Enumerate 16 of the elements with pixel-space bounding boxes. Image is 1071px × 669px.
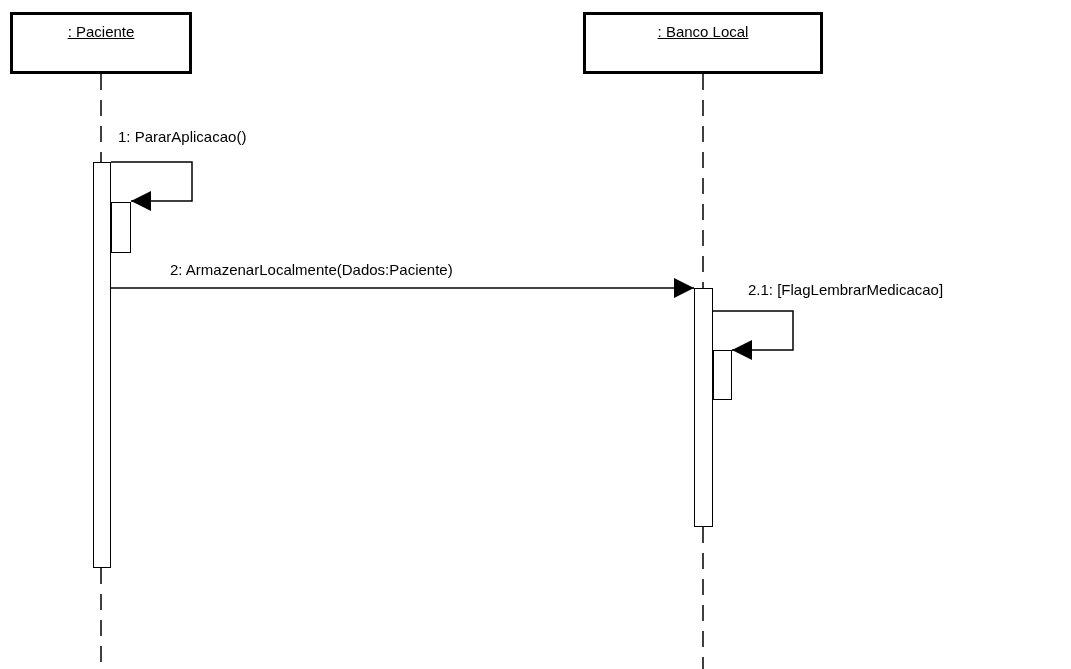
object-box bbox=[583, 12, 823, 74]
edge-label: 2.1: [FlagLembrarMedicacao] bbox=[748, 281, 944, 298]
activation-bar bbox=[713, 350, 732, 400]
message-arrow bbox=[110, 278, 695, 298]
lifeline bbox=[100, 73, 102, 163]
edge-label: 2: ArmazenarLocalmente(Dados:Paciente) bbox=[170, 261, 453, 278]
edge-label: 1: PararAplicacao() bbox=[118, 128, 247, 145]
activation-bar bbox=[111, 202, 131, 253]
message-arrow bbox=[110, 161, 193, 211]
object-name: : Banco Local bbox=[657, 23, 749, 42]
object-name: : Paciente bbox=[67, 23, 135, 42]
object-box bbox=[10, 12, 192, 74]
lifeline bbox=[702, 73, 704, 289]
activation-bar bbox=[694, 288, 713, 527]
message-arrow bbox=[712, 310, 794, 360]
activation-bar bbox=[93, 162, 111, 568]
